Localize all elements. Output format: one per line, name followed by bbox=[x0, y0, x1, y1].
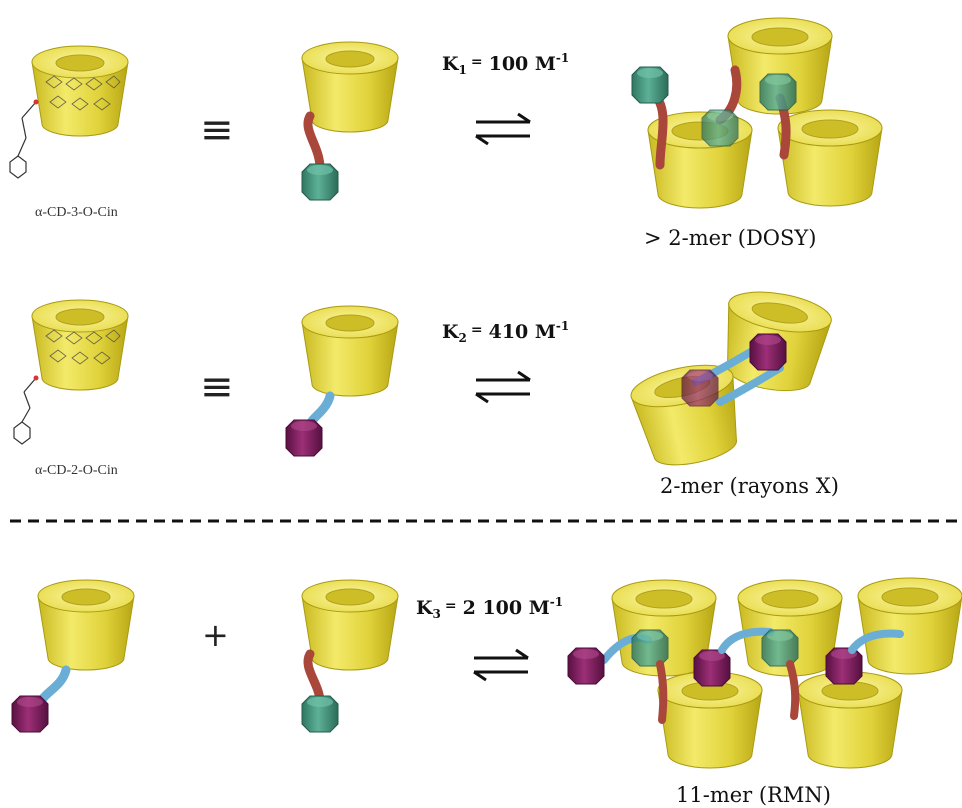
k-name: K bbox=[442, 53, 460, 75]
k-subscript: 1 bbox=[459, 63, 467, 77]
k-value: 2 100 M bbox=[463, 597, 550, 619]
molecule-label: α-CD-2-O-Cin bbox=[35, 463, 118, 478]
svg-text:K1=100 M-1: K1=100 M-1 bbox=[442, 51, 569, 77]
row-1: α-CD-3-O-Cin ≡ K1=100 M-1 > 2-mer (DO bbox=[9, 17, 883, 250]
eleven-mer-illustration bbox=[567, 577, 962, 769]
monomer-schematic-red bbox=[301, 579, 399, 733]
result-label: 11-mer (RMN) bbox=[676, 783, 831, 807]
k-label: K1=100 M-1 bbox=[442, 51, 569, 77]
k-subscript: 2 bbox=[459, 331, 467, 345]
equilibrium-arrow-icon bbox=[474, 370, 532, 404]
k-value: 100 M bbox=[489, 53, 556, 75]
row-2: α-CD-2-O-Cin ≡ K2=410 M-1 2-mer (rayons … bbox=[13, 284, 839, 498]
monomer-schematic bbox=[301, 41, 399, 201]
molecule-label: α-CD-3-O-Cin bbox=[35, 205, 118, 220]
monomer-schematic bbox=[285, 305, 399, 457]
dimer-illustration bbox=[626, 284, 835, 474]
k-name: K bbox=[442, 321, 460, 343]
equivalence-symbol: ≡ bbox=[200, 364, 234, 410]
monomer-schematic-blue bbox=[11, 579, 135, 733]
plus-symbol: + bbox=[202, 616, 229, 654]
svg-text:K2=410 M-1: K2=410 M-1 bbox=[442, 319, 569, 345]
row-3: + K3=2 100 M-1 bbox=[11, 577, 962, 807]
svg-text:K3=2 100 M-1: K3=2 100 M-1 bbox=[416, 595, 563, 621]
equilibrium-arrow-icon bbox=[472, 648, 530, 682]
oligomer-illustration bbox=[631, 17, 883, 209]
k-exponent: -1 bbox=[556, 51, 569, 65]
equivalence-symbol: ≡ bbox=[200, 107, 234, 153]
molecule-structure-icon bbox=[9, 45, 129, 179]
k-subscript: 3 bbox=[433, 607, 441, 621]
k-name: K bbox=[416, 597, 434, 619]
result-label: > 2-mer (DOSY) bbox=[644, 226, 816, 250]
k-label: K2=410 M-1 bbox=[442, 319, 569, 345]
k-exponent: -1 bbox=[550, 595, 563, 609]
k-exponent: -1 bbox=[556, 319, 569, 333]
molecule-structure-icon bbox=[13, 299, 129, 445]
k-label: K3=2 100 M-1 bbox=[416, 595, 563, 621]
k-value: 410 M bbox=[489, 321, 556, 343]
result-label: 2-mer (rayons X) bbox=[660, 474, 839, 498]
equilibrium-arrow-icon bbox=[474, 112, 532, 146]
